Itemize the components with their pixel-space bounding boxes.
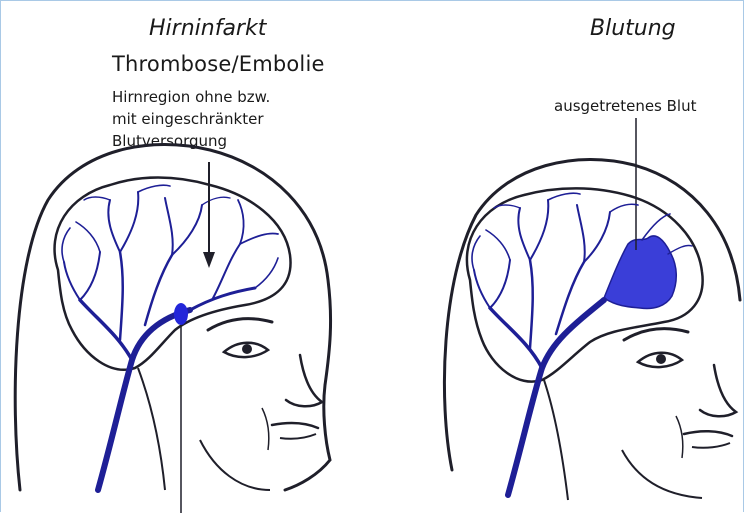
- panel-hirninfarkt: Hirninfarkt Thrombose/Embolie Hirnregion…: [0, 0, 372, 513]
- chin-contour: [622, 450, 702, 498]
- eyebrow-line: [208, 319, 272, 330]
- thrombus-clot: [174, 303, 188, 325]
- cheek-line: [262, 408, 269, 450]
- eyebrow-line: [624, 329, 688, 340]
- cheek-line: [676, 416, 683, 458]
- illustration-left: [0, 0, 372, 513]
- nose-line: [700, 365, 736, 416]
- mouth-line: [272, 423, 318, 428]
- chin-contour: [200, 440, 270, 490]
- brain-outline: [55, 178, 291, 370]
- panel-blutung: Blutung ausgetretenes Blut: [372, 0, 744, 513]
- mouth-line: [684, 431, 732, 436]
- lip-line: [280, 434, 316, 439]
- illustration-right: [372, 0, 744, 513]
- annotation-arrow-head: [203, 252, 215, 268]
- hemorrhage-area: [604, 236, 676, 309]
- neck-contour: [544, 380, 568, 500]
- neck-contour: [138, 368, 165, 490]
- blood-vessels-left: [62, 185, 278, 490]
- eye-pupil: [656, 354, 666, 364]
- lip-line: [692, 443, 730, 448]
- eye-pupil: [242, 344, 252, 354]
- head-outline: [444, 159, 740, 470]
- nose-line: [286, 355, 322, 406]
